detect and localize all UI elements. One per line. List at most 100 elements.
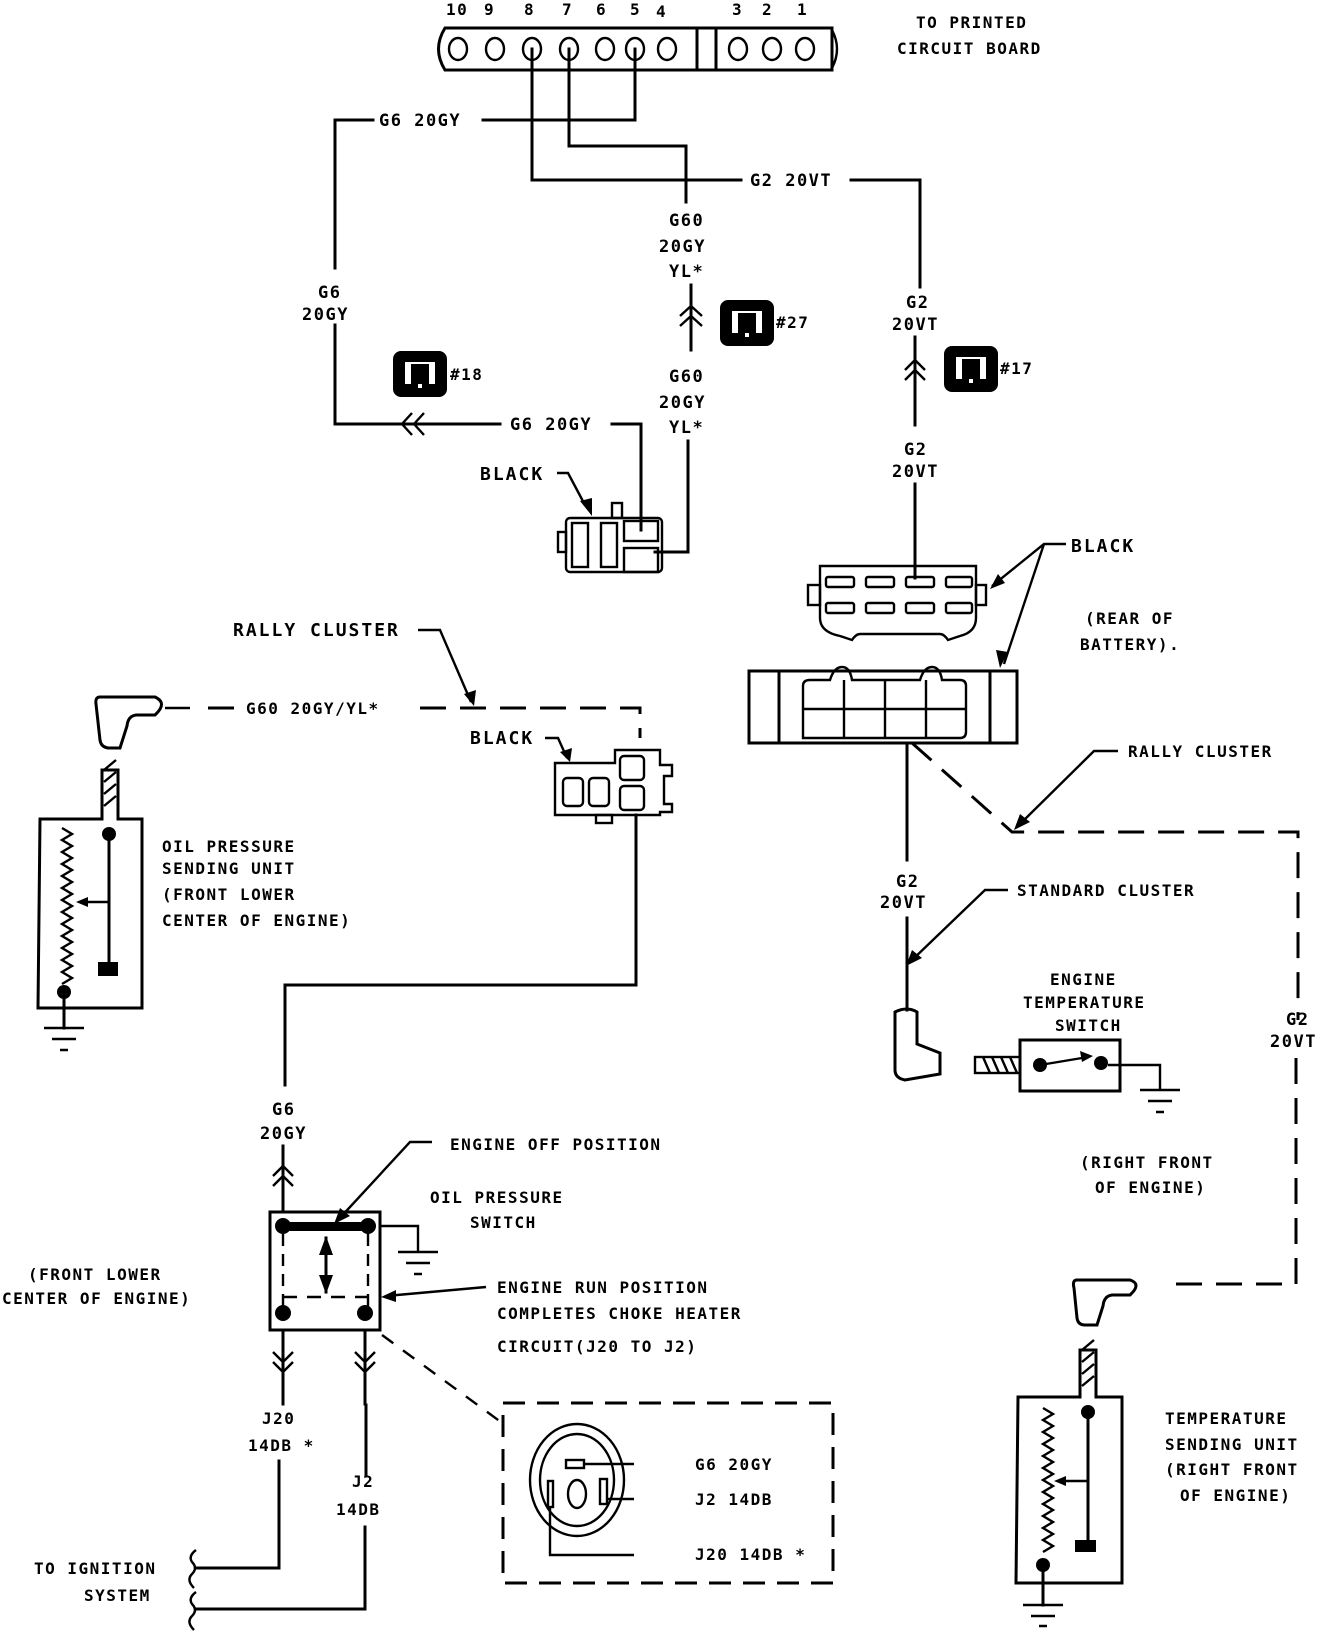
temperature-sending-unit (1014, 1339, 1124, 1628)
wire-label: 20VT (892, 462, 939, 482)
black-connector-lower (553, 748, 674, 825)
component-label: SWITCH (470, 1213, 537, 1232)
component-label: TEMPERATURE (1023, 993, 1145, 1012)
terminal-boot-icon (893, 1007, 942, 1082)
wire-label: G2 (1286, 1010, 1309, 1030)
pointer-arrow-icon (1014, 814, 1030, 830)
pcb-pin (484, 36, 506, 62)
wire-g2-top (530, 47, 922, 289)
black-connector-mating (747, 665, 1019, 745)
reference-label: #18 (450, 365, 483, 384)
wire-g6-top (333, 47, 637, 426)
wire-label: G6 (318, 283, 341, 303)
pin-label: 7 (562, 0, 573, 19)
pointer-arrow-icon (996, 650, 1008, 668)
pcb-pin (447, 36, 469, 62)
wire-label: G2 (904, 440, 927, 460)
wire-label: G6 (272, 1100, 295, 1120)
pin-label: 2 (762, 0, 773, 19)
connector-color-label: BLACK (480, 464, 544, 485)
pin-label: 6 (596, 0, 607, 19)
wire-label: 20VT (880, 893, 927, 913)
inset-label: J20 14DB * (695, 1545, 806, 1564)
wire-break-icon (188, 1549, 197, 1589)
component-label: OIL PRESSURE (430, 1188, 564, 1207)
pointer-arrow-icon (381, 1290, 396, 1302)
connector-arrow-icon (272, 1164, 294, 1187)
component-label: SENDING UNIT (1165, 1435, 1299, 1454)
pcb-connector (437, 26, 839, 72)
inset-label: J2 14DB (695, 1490, 773, 1509)
pcb-pin (656, 36, 678, 62)
cluster-label: RALLY CLUSTER (1128, 742, 1273, 761)
reference-label: #17 (1000, 359, 1033, 378)
wire-label: G6 20GY (510, 415, 592, 435)
pin-label: 3 (732, 0, 743, 19)
pcb-pin (794, 36, 816, 62)
pcb-pin (761, 36, 783, 62)
pin-label: 4 (656, 2, 667, 21)
reference-icon-17 (944, 346, 998, 392)
callout-label: ENGINE RUN POSITION (497, 1278, 709, 1297)
wire-label: 20VT (892, 315, 939, 335)
wire-label: 20GY (659, 393, 706, 413)
wire-label: YL* (669, 262, 704, 282)
pin-label: 5 (630, 0, 641, 19)
wire-label: 20GY (260, 1124, 307, 1144)
wire-label: 20GY (302, 305, 349, 325)
terminal-boot-icon (1071, 1278, 1138, 1327)
cluster-label: STANDARD CLUSTER (1017, 881, 1195, 900)
pin-label: 9 (484, 0, 495, 19)
pointer-arrow-icon (580, 498, 592, 516)
pin-label: 1 (797, 0, 808, 19)
pcb-pin (594, 36, 616, 62)
component-label: SWITCH (1055, 1016, 1122, 1035)
wire-label: 20GY (659, 237, 706, 257)
reference-icon-18 (393, 351, 447, 397)
component-label: OIL PRESSURE (162, 837, 296, 856)
inset-label: G6 20GY (695, 1455, 773, 1474)
pcb-pin-labels: 10 9 8 7 6 5 4 3 2 1 (446, 0, 808, 21)
component-label: OF ENGINE) (1180, 1486, 1291, 1505)
switch-terminal-inset (501, 1401, 835, 1585)
location-label: BATTERY). (1080, 635, 1180, 654)
wire-label: 14DB (336, 1500, 381, 1519)
reference-icon-27 (720, 300, 774, 346)
component-label: SENDING UNIT (162, 859, 296, 878)
wire-label: G60 (669, 211, 704, 231)
location-label: (FRONT LOWER (28, 1265, 162, 1284)
pin-label: 10 (446, 0, 468, 19)
terminal-boot-icon (94, 695, 163, 750)
wire-label: G2 (896, 872, 919, 892)
engine-temperature-switch (973, 1038, 1180, 1114)
wire-label: G60 (669, 367, 704, 387)
pointer-arrow-icon (464, 690, 476, 706)
wire-label: J2 (352, 1472, 374, 1491)
callout-label: ENGINE OFF POSITION (450, 1135, 662, 1154)
pcb-label: TO PRINTED (916, 13, 1027, 32)
reference-label: #27 (776, 313, 809, 332)
wire-label: 20VT (1270, 1032, 1317, 1052)
component-label: TEMPERATURE (1165, 1409, 1287, 1428)
black-connector-8pin (806, 564, 988, 642)
pointer-arrow-icon (906, 950, 922, 966)
callout-label: CIRCUIT(J20 TO J2) (497, 1337, 697, 1356)
wire-label: G2 (906, 293, 929, 313)
component-label: ENGINE (1050, 970, 1117, 989)
wire-label: 14DB * (248, 1436, 315, 1455)
component-label: CENTER OF ENGINE) (162, 911, 351, 930)
pin-label: 8 (524, 0, 535, 19)
component-label: (FRONT LOWER (162, 885, 296, 904)
cluster-label: RALLY CLUSTER (233, 620, 400, 641)
component-label: (RIGHT FRONT (1165, 1460, 1299, 1479)
connector-color-label: BLACK (470, 728, 534, 749)
destination-label: SYSTEM (84, 1586, 151, 1605)
connector-color-label: BLACK (1071, 536, 1135, 557)
oil-pressure-switch (268, 1210, 438, 1332)
location-label: CENTER OF ENGINE) (2, 1289, 191, 1308)
pointer-arrow-icon (560, 748, 572, 762)
location-label: (RIGHT FRONT (1080, 1153, 1214, 1172)
connector-arrow-icon (904, 358, 926, 381)
location-label: OF ENGINE) (1095, 1178, 1206, 1197)
